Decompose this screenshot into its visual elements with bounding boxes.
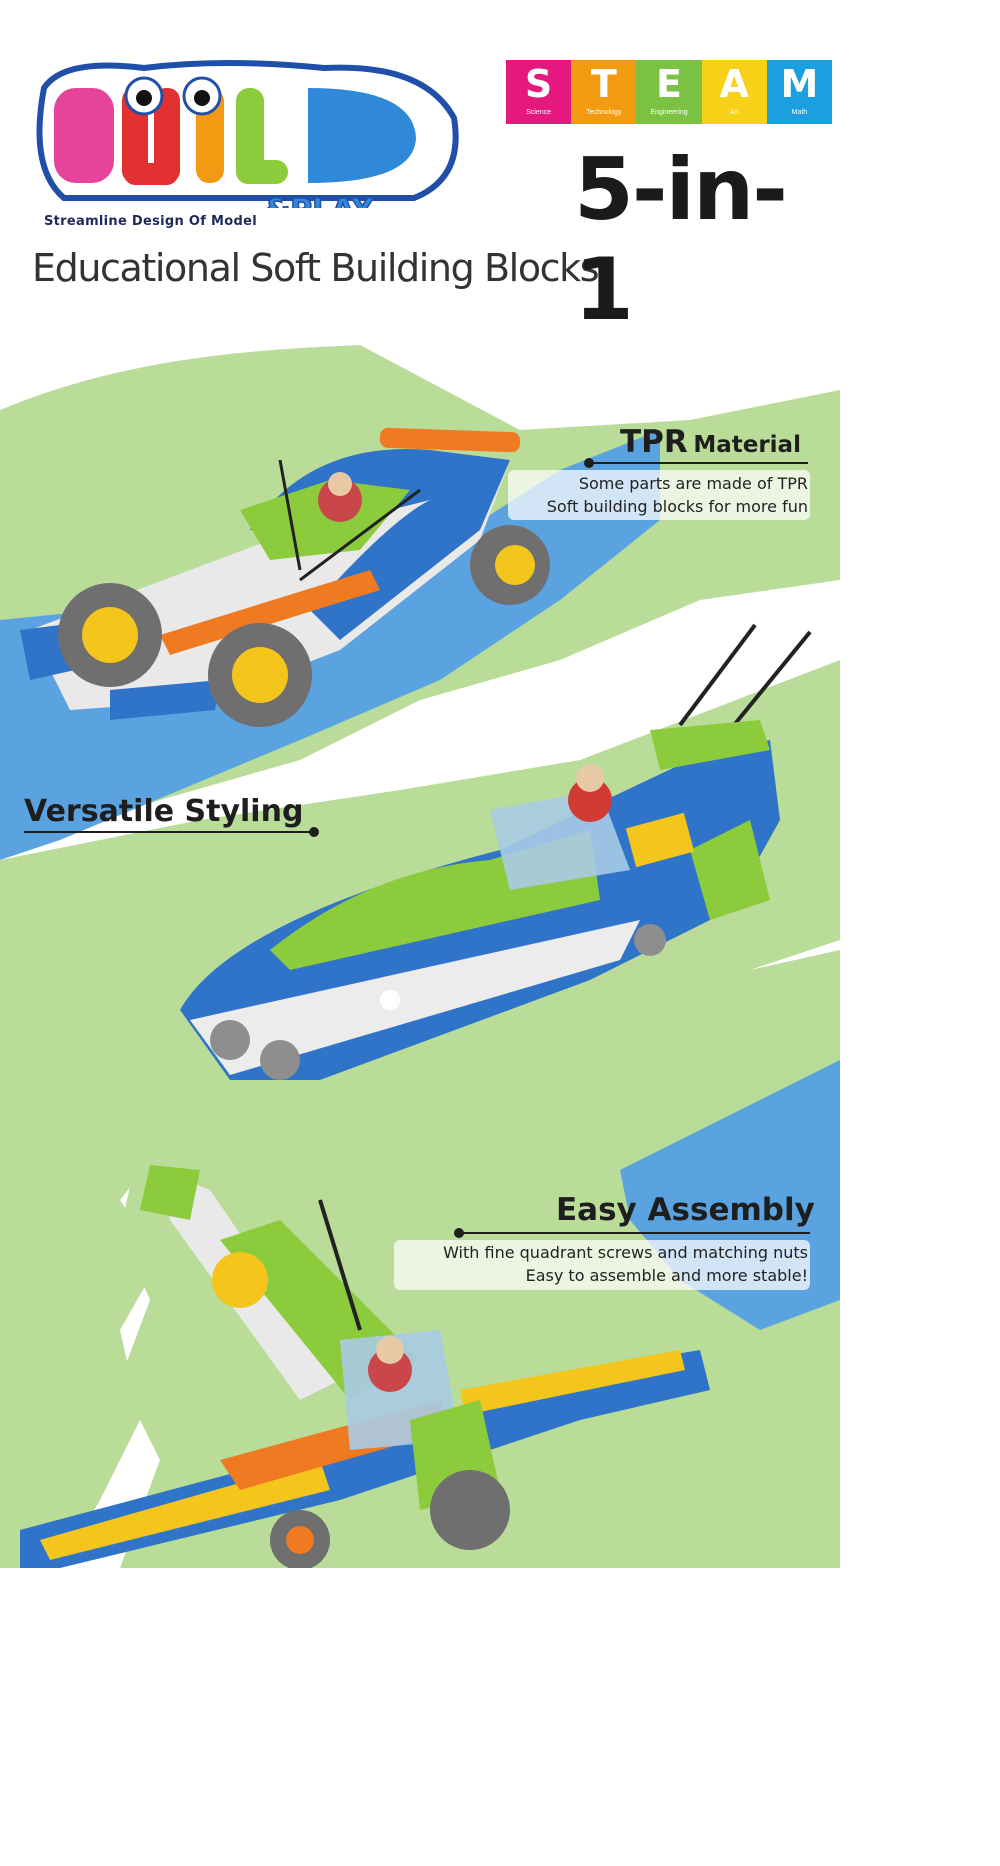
assembly-line-1: With fine quadrant screws and matching n…	[443, 1243, 808, 1262]
steam-science: S Science	[506, 60, 572, 124]
headline: Educational Soft Building Blocks	[32, 246, 600, 290]
versatile-dot	[309, 827, 319, 837]
steam-badge: S Science T Technology E Engineering A A…	[506, 60, 833, 124]
tpr-line-1: Some parts are made of TPR	[578, 474, 808, 493]
tpr-material-title: TPR Material	[620, 424, 801, 460]
svg-text:&PLAY: &PLAY	[264, 193, 375, 208]
easy-assembly-title: Easy Assembly	[556, 1192, 815, 1228]
steam-math: M Math	[766, 60, 833, 124]
airplane-model	[20, 1165, 710, 1568]
assembly-text-box	[394, 1240, 810, 1290]
five-in-one-title: 5-in-1	[574, 140, 788, 340]
assembly-line-2: Easy to assemble and more stable!	[525, 1266, 808, 1285]
versatile-styling-title: Versatile Styling	[24, 794, 304, 829]
assembly-underline	[460, 1232, 810, 1234]
tpr-line-2: Soft building blocks for more fun	[546, 497, 808, 516]
speedboat-model	[180, 623, 812, 1080]
logo-tagline: Streamline Design Of Model	[44, 214, 258, 229]
tpr-dot	[584, 458, 594, 468]
assembly-dot	[454, 1228, 464, 1238]
tpr-text-box	[508, 470, 810, 520]
steam-art: A Art	[701, 60, 767, 124]
versatile-underline	[24, 831, 316, 833]
steam-engineering: E Engineering	[636, 60, 702, 124]
race-car-model	[20, 427, 550, 727]
build-play-logo: &PLAY	[36, 60, 459, 208]
tpr-underline	[590, 462, 808, 464]
steam-technology: T Technology	[571, 60, 637, 124]
